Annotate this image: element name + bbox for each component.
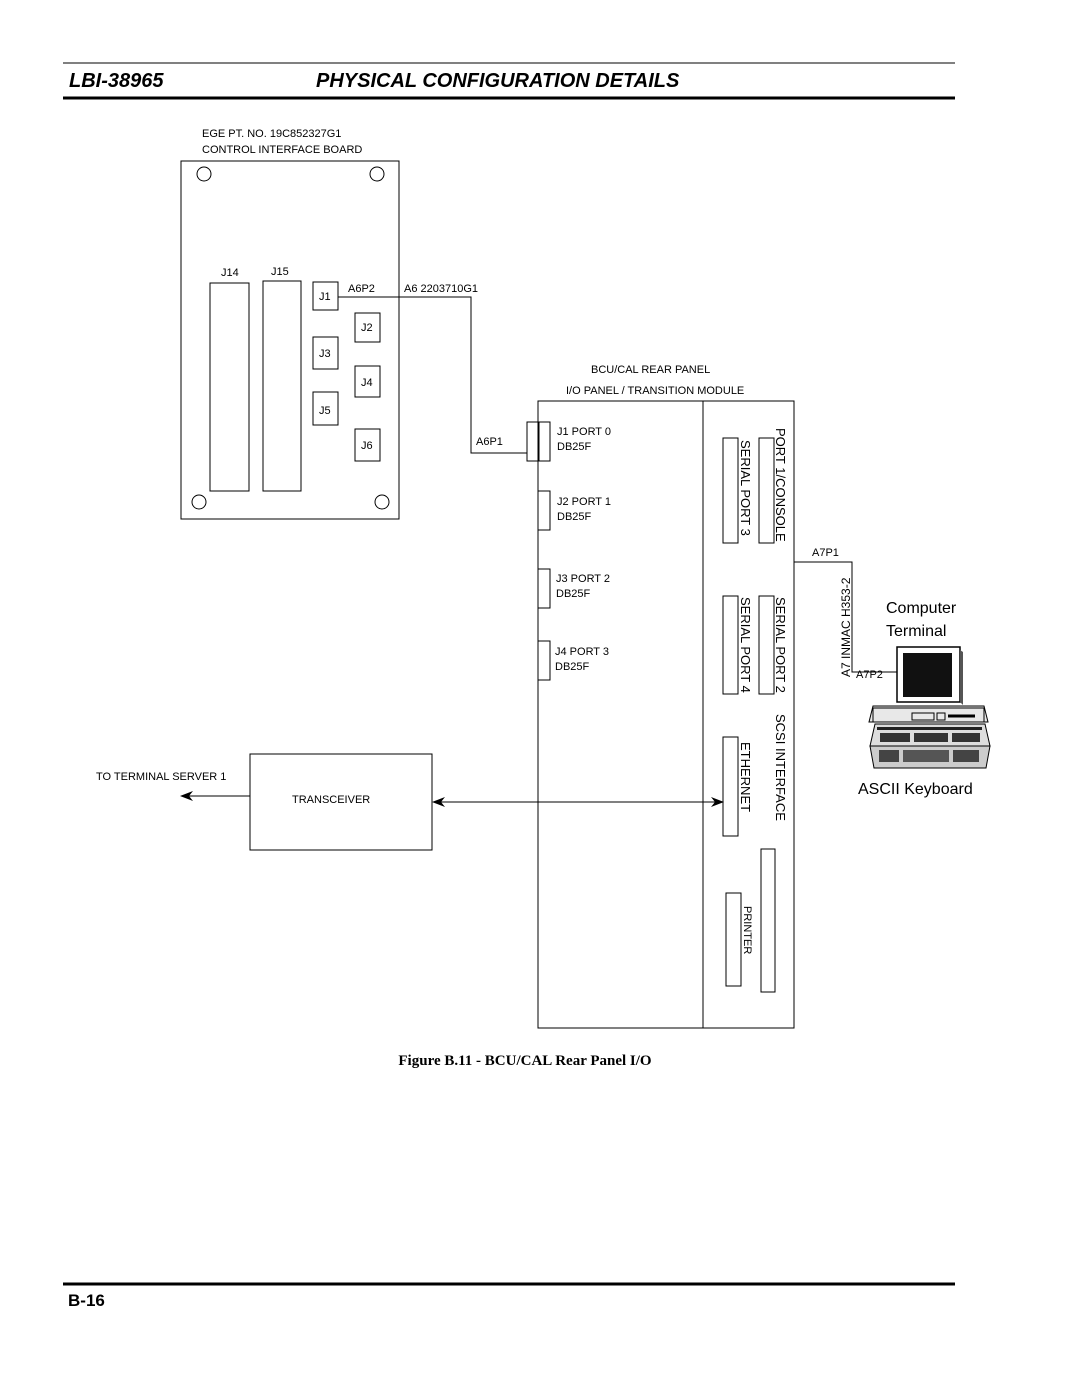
j15-connector	[262, 280, 302, 492]
port3-connector	[537, 640, 551, 681]
port1-console-connector	[758, 437, 775, 544]
port1-console-label: PORT 1/CONSOLE	[773, 428, 788, 542]
printer-label: PRINTER	[741, 906, 753, 954]
scsi-connector	[760, 848, 776, 993]
io-panel-right	[702, 400, 795, 1029]
port3-label: J4 PORT 3	[555, 646, 609, 658]
control-interface-board	[180, 160, 400, 520]
port1-label: J2 PORT 1	[557, 496, 611, 508]
terminal-server-label: TO TERMINAL SERVER 1	[96, 771, 226, 783]
serial-port2-connector	[758, 595, 775, 695]
page-number: B-16	[68, 1291, 105, 1310]
a6p1-plug	[526, 421, 540, 462]
j2-connector	[354, 312, 381, 343]
io-panel-title: I/O PANEL / TRANSITION MODULE	[566, 385, 744, 397]
transceiver-label: TRANSCEIVER	[292, 794, 370, 806]
j14-connector	[209, 282, 250, 492]
mounting-hole	[374, 494, 390, 510]
j6-connector	[354, 428, 381, 462]
port1-connector	[537, 490, 551, 531]
serial-port3-label: SERIAL PORT 3	[738, 440, 753, 536]
port2-label: J3 PORT 2	[556, 573, 610, 585]
port2-connector	[537, 568, 551, 609]
mounting-hole	[191, 494, 207, 510]
document-number: LBI-38965	[69, 70, 164, 92]
a6p2-label: A6P2	[348, 283, 375, 295]
port1-type: DB25F	[557, 511, 592, 523]
serial-port4-label: SERIAL PORT 4	[738, 597, 753, 693]
ethernet-link-arrowhead-left	[432, 797, 445, 807]
terminal-server-arrowhead	[180, 791, 193, 801]
j3-label: J3	[319, 348, 331, 360]
j1-connector	[312, 281, 339, 311]
printer-connector	[725, 892, 742, 987]
j14-label: J14	[221, 267, 239, 279]
j3-connector	[312, 336, 339, 370]
port2-type: DB25F	[556, 588, 591, 600]
a7-cable	[794, 561, 897, 673]
computer-terminal-label-line2: Terminal	[886, 623, 946, 640]
computer-terminal-icon	[868, 646, 989, 723]
port0-label: J1 PORT 0	[557, 426, 611, 438]
serial-port3-connector	[722, 437, 739, 544]
j4-connector	[354, 365, 381, 398]
board-part-no: EGE PT. NO. 19C852327G1	[202, 128, 341, 140]
j4-label: J4	[361, 377, 373, 389]
j15-label: J15	[271, 266, 289, 278]
j5-label: J5	[319, 405, 331, 417]
j6-label: J6	[361, 440, 373, 452]
j2-label: J2	[361, 322, 373, 334]
board-name: CONTROL INTERFACE BOARD	[202, 144, 362, 156]
a6-part-label: A6 2203710G1	[404, 283, 478, 295]
a7-part-label: A7 INMAC H353-2	[839, 577, 853, 677]
figure-caption: Figure B.11 - BCU/CAL Rear Panel I/O	[398, 1053, 652, 1069]
port3-type: DB25F	[555, 661, 590, 673]
computer-terminal-label-line1: Computer	[886, 600, 957, 617]
a7p2-label: A7P2	[856, 669, 883, 681]
section-title: PHYSICAL CONFIGURATION DETAILS	[316, 70, 680, 92]
ethernet-connector	[722, 736, 739, 837]
port0-connector	[537, 421, 551, 462]
ascii-keyboard-icon	[869, 723, 991, 769]
port0-type: DB25F	[557, 441, 592, 453]
mounting-hole	[196, 166, 212, 182]
rear-panel-title: BCU/CAL REAR PANEL	[591, 364, 710, 376]
ascii-keyboard-label: ASCII Keyboard	[858, 781, 973, 798]
serial-port4-connector	[722, 595, 739, 695]
serial-port2-label: SERIAL PORT 2	[773, 597, 788, 693]
j1-label: J1	[319, 291, 331, 303]
j5-connector	[312, 391, 339, 426]
scsi-interface-label: SCSI INTERFACE	[773, 714, 788, 821]
a6p1-label: A6P1	[476, 436, 503, 448]
mounting-hole	[369, 166, 385, 182]
a6-cable	[338, 296, 527, 454]
a7p1-label: A7P1	[812, 547, 839, 559]
ethernet-link-arrowhead-right	[711, 797, 724, 807]
ethernet-label: ETHERNET	[738, 742, 753, 812]
